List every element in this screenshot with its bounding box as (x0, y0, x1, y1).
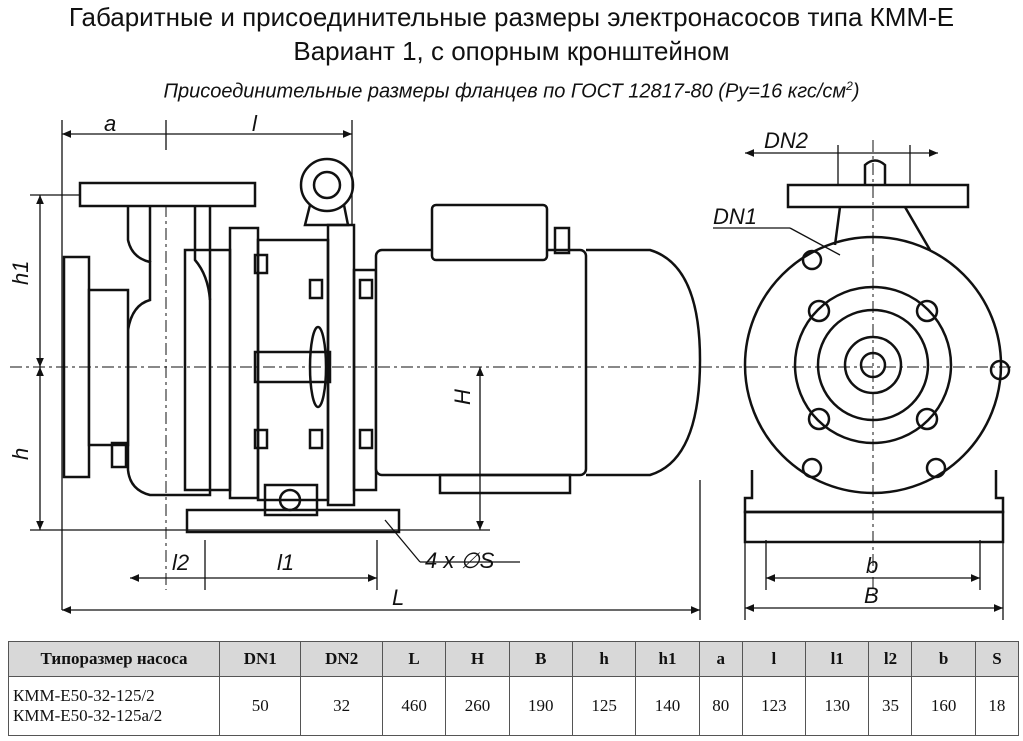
label-H: H (450, 389, 475, 405)
title-line-1: Габаритные и присоединительные размеры э… (68, 2, 955, 32)
subtitle: Присоединительные размеры фланцев по ГОС… (0, 79, 1023, 104)
pump-side-view (62, 157, 702, 534)
table-header: H (445, 641, 510, 677)
label-h1: h1 (8, 261, 33, 285)
label-DN2: DN2 (764, 128, 808, 153)
table-cell: 140 (635, 676, 700, 736)
subtitle-text: Присоединительные размеры фланцев по ГОС… (163, 80, 847, 103)
table-header: b (911, 641, 976, 677)
label-a: a (104, 111, 116, 136)
label-DN1: DN1 (713, 204, 757, 229)
table-cell: 190 (508, 676, 573, 736)
table-cell: 460 (381, 676, 447, 736)
label-l1: l1 (277, 550, 294, 575)
pump-front-view (743, 159, 1011, 544)
pump-drawing: a l h1 h H l2 l1 4 x ∅S L DN2 DN1 b B (8, 111, 1015, 620)
table-header-row: Типоразмер насоса DN1 DN2 L H B h h1 a l… (8, 641, 1020, 677)
table-header: S (974, 641, 1020, 677)
table-cell: 32 (300, 676, 383, 736)
label-b: b (866, 553, 878, 578)
label-h: h (8, 448, 33, 460)
table-header: l2 (868, 641, 913, 677)
table-cell: 18 (974, 676, 1020, 736)
table-header: h (571, 641, 637, 677)
table-header: l1 (805, 641, 870, 677)
table-header: Типоразмер насоса (8, 641, 220, 677)
model-name-1: КММ-Е50-32-125/2 (13, 686, 155, 705)
title-line-2: Вариант 1, с опорным кронштейном (293, 36, 730, 66)
table-cell: 260 (445, 676, 510, 736)
table-cell: 123 (741, 676, 807, 736)
subtitle-end: ) (852, 80, 860, 103)
dimensions-table: Типоразмер насоса DN1 DN2 L H B h h1 a l… (8, 641, 1020, 736)
table-header: l (741, 641, 807, 677)
table-header: B (508, 641, 573, 677)
table-header: DN2 (300, 641, 383, 677)
label-l2: l2 (172, 550, 189, 575)
label-l: l (252, 111, 258, 136)
model-name-2: КММ-Е50-32-125а/2 (13, 706, 163, 725)
table-cell: 130 (805, 676, 870, 736)
table-header: h1 (635, 641, 700, 677)
table-header: DN1 (218, 641, 302, 677)
label-B: B (864, 583, 879, 608)
table-header: a (698, 641, 743, 677)
table-cell: 35 (868, 676, 913, 736)
table-cell: 125 (571, 676, 637, 736)
table-cell: 50 (218, 676, 302, 736)
table-cell: 80 (698, 676, 743, 736)
label-L: L (392, 585, 404, 610)
subtitle-sup: 2 (846, 79, 853, 93)
table-header: L (381, 641, 447, 677)
table-cell: 160 (911, 676, 976, 736)
label-holes: 4 x ∅S (425, 548, 495, 573)
